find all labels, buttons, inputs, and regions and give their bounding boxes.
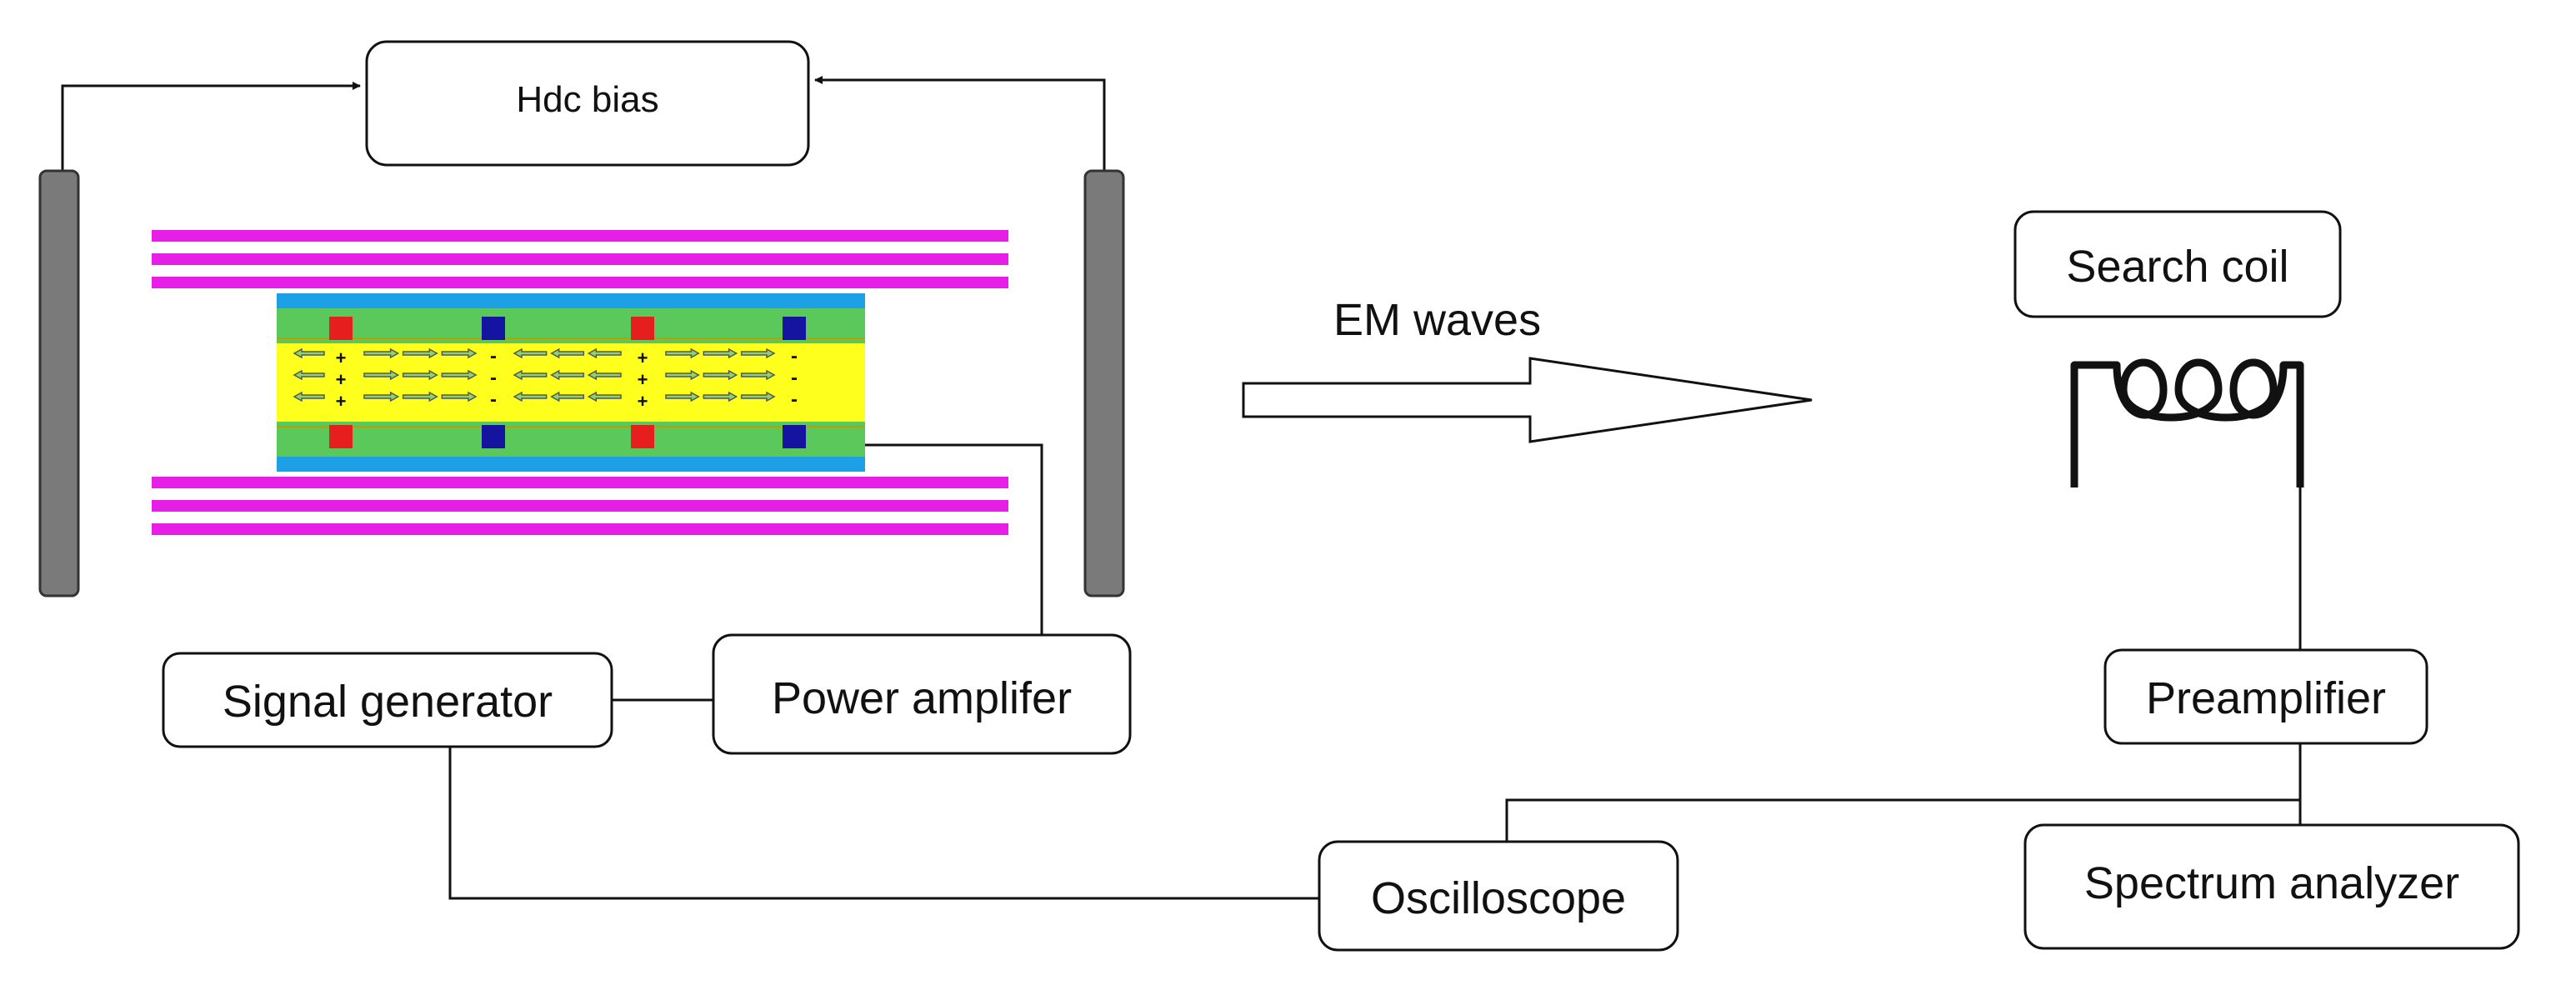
search-coil-block: Search coil: [2013, 210, 2342, 318]
polarization-arrows: [293, 348, 776, 402]
power-amplifier-label: Power amplifer: [772, 673, 1072, 723]
hdc-bias-label: Hdc bias: [516, 79, 658, 120]
minus-sign: -: [791, 345, 798, 368]
generator-to-oscilloscope-wire: [448, 747, 1319, 900]
spectrum-analyzer-label: Spectrum analyzer: [2084, 858, 2459, 908]
polarization-arrow-right: [665, 391, 700, 402]
plus-sign: +: [336, 348, 347, 368]
hdc-bias-box: [365, 40, 810, 167]
minus-sign: -: [490, 388, 497, 411]
oscilloscope-box: [1318, 840, 1679, 952]
signal-generator-block: Signal generator: [162, 652, 613, 748]
top-outer-layer: [277, 293, 865, 308]
preamplifier-label: Preamplifier: [2146, 673, 2386, 723]
em-waves-label: EM waves: [1333, 295, 1541, 345]
lower-coil-stripes: [152, 477, 1008, 535]
right-magnet-bar: [1083, 169, 1125, 598]
power-amplifier-box: [712, 633, 1132, 755]
left-magnet-bar: [38, 169, 80, 598]
polarization-arrow-left: [550, 348, 585, 359]
polarization-arrow-left: [587, 391, 622, 402]
bottom-electrodes: [329, 425, 806, 448]
polarization-arrow-left: [513, 391, 548, 402]
polarization-arrow-left: [587, 369, 622, 381]
polarization-arrow-left: [513, 348, 548, 359]
bias-left-lead: [61, 82, 361, 171]
polarization-arrow-right: [740, 391, 776, 402]
search-coil-label: Search coil: [2066, 242, 2288, 292]
polarization-arrow-left: [293, 348, 325, 359]
upper-coil-stripes: [152, 230, 1008, 288]
search-coil-box: [2013, 210, 2342, 318]
polarization-arrow-left: [550, 391, 585, 402]
em-waves-arrow: [1242, 357, 1813, 443]
oscilloscope-block: Oscilloscope: [1318, 840, 1679, 952]
top-electrodes: [329, 317, 806, 340]
polarization-arrow-right: [363, 391, 400, 402]
power-amplifier-block: Power amplifer: [712, 633, 1132, 755]
polarization-arrow-right: [740, 348, 776, 359]
polarization-arrow-left: [587, 348, 622, 359]
polarization-arrow-right: [402, 369, 438, 381]
minus-sign: -: [791, 388, 798, 411]
coil-winding-icon: [2070, 358, 2304, 488]
polarization-arrow-left: [550, 369, 585, 381]
spectrum-analyzer-box: [2023, 823, 2520, 950]
spectrum-analyzer-block: Spectrum analyzer: [2023, 823, 2520, 950]
oscilloscope-label: Oscilloscope: [1371, 873, 1626, 923]
polarization-arrow-right: [441, 348, 478, 359]
polarization-arrow-right: [402, 348, 438, 359]
plus-sign: +: [336, 369, 347, 390]
polarization-arrow-right: [703, 348, 738, 359]
polarization-arrow-right: [665, 348, 700, 359]
hdc-bias-block: Hdc bias: [365, 40, 810, 167]
minus-sign: -: [490, 367, 497, 389]
device-to-amplifier-wire: [865, 443, 1043, 635]
preamplifier-to-oscilloscope-wire: [1505, 798, 2300, 842]
polarization-arrow-right: [363, 348, 400, 359]
bias-right-lead: [814, 76, 1106, 171]
signal-generator-label: Signal generator: [223, 677, 553, 727]
minus-sign: -: [490, 345, 497, 368]
polarization-arrow-right: [402, 391, 438, 402]
bottom-outer-layer: [277, 457, 865, 472]
preamplifier-box: [2103, 648, 2428, 745]
polarization-arrow-right: [703, 391, 738, 402]
polarization-arrow-right: [703, 369, 738, 381]
polarization-arrow-left: [513, 369, 548, 381]
laminate-device: + + + - - - + + + - - -: [277, 293, 865, 472]
preamplifier-block: Preamplifier: [2103, 648, 2428, 745]
polarization-arrow-left: [293, 369, 325, 381]
plus-sign: +: [638, 391, 648, 412]
polarization-arrow-right: [665, 369, 700, 381]
minus-sign: -: [791, 367, 798, 389]
charge-signs: + + + - - - + + + - - -: [336, 345, 798, 412]
polarization-arrow-left: [293, 391, 325, 402]
plus-sign: +: [336, 391, 347, 412]
plus-sign: +: [638, 369, 648, 390]
polarization-arrow-right: [740, 369, 776, 381]
plus-sign: +: [638, 348, 648, 368]
polarization-arrow-right: [441, 391, 478, 402]
polarization-arrow-right: [441, 369, 478, 381]
polarization-arrow-right: [363, 369, 400, 381]
